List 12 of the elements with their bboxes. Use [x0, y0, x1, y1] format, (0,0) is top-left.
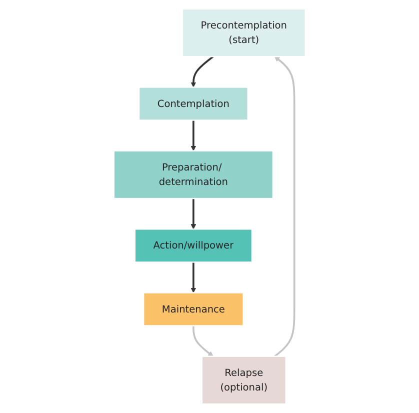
node-box: Action/willpower [134, 228, 252, 263]
arrow [190, 262, 196, 293]
arrow [192, 326, 214, 357]
node-box: Maintenance [142, 292, 244, 326]
node-box: Relapse (optional) [201, 356, 286, 405]
arrow [190, 56, 214, 88]
arrow [190, 120, 196, 152]
node-box: Precontemplation (start) [182, 8, 306, 58]
node-box: Contemplation [138, 86, 248, 121]
arrow [274, 56, 296, 358]
node-box: Preparation/ determination [113, 150, 274, 200]
arrow [190, 198, 196, 230]
